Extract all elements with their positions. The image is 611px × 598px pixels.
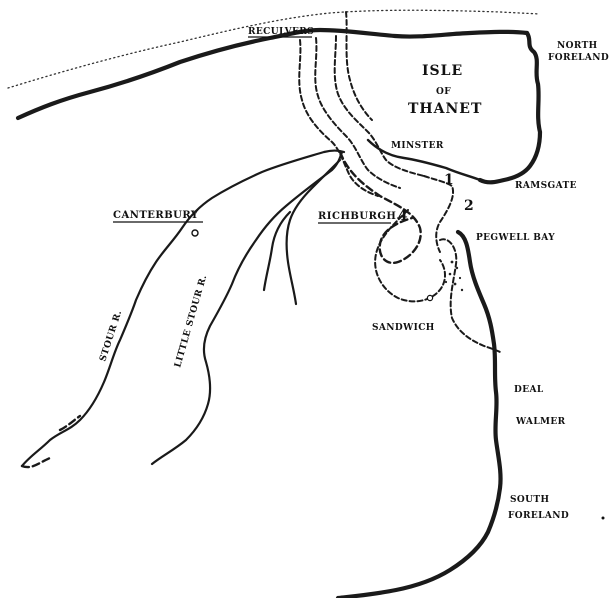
stour-to-ramsgate: [423, 175, 454, 253]
western-stream: [262, 210, 292, 292]
sandwich-marker: [426, 294, 434, 302]
east-kent-coastline: [335, 229, 503, 598]
little-stour-branch: [285, 158, 342, 306]
ramsgate-label: RAMSGATE: [515, 181, 577, 191]
sandwich-label: SANDWICH: [372, 323, 435, 333]
walmer-label: WALMER: [515, 417, 566, 427]
pegwell-bay-stipple: [444, 260, 464, 292]
south-foreland-label-line2: FORELAND: [508, 511, 569, 521]
wantsum-channel-mid-bank: [314, 37, 401, 189]
north-foreland-label-line1: NORTH: [557, 41, 598, 51]
richburgh-label: RICHBURGH.: [318, 211, 400, 222]
marker-two: 2: [464, 198, 474, 214]
thanet-south-shore: [366, 138, 482, 182]
stour-upper-course: [20, 414, 82, 469]
stour-outer-loop: [374, 209, 446, 303]
canterbury-marker: [191, 229, 199, 237]
stour-to-sandwich: [439, 238, 501, 353]
north-kent-coastline: [15, 27, 530, 121]
deal-label: DEAL: [514, 385, 544, 395]
pegwell-bay-label: PEGWELL BAY: [476, 233, 555, 243]
minster-label: MINSTER: [391, 141, 444, 151]
isle-label-line1: ISLE: [422, 63, 463, 79]
stour-river-label: STOUR R.: [98, 309, 124, 363]
wantsum-channel-east-bank: [333, 35, 425, 177]
dotted-old-shoreline: [7, 9, 541, 89]
north-foreland-label-line2: FORELAND: [548, 53, 609, 63]
wantsum-channel-west-bank: [298, 39, 379, 197]
stour-river: [20, 149, 346, 468]
marker-one: 1: [444, 172, 454, 188]
south-foreland-label-line1: SOUTH: [510, 495, 549, 505]
little-stour-river: [150, 150, 344, 466]
reculvers-label: RECULVERS: [248, 27, 314, 37]
stour-lower-course: [338, 150, 422, 265]
isle-label-line3: THANET: [408, 101, 482, 117]
wantsum-channel-inner: [345, 11, 373, 121]
isle-label-line2: OF: [436, 87, 451, 97]
thanet-east-coastline: [477, 30, 543, 185]
canterbury-label: CANTERBURY: [113, 210, 199, 221]
marker-four: 4: [398, 208, 408, 224]
stray-dot: [601, 516, 605, 520]
